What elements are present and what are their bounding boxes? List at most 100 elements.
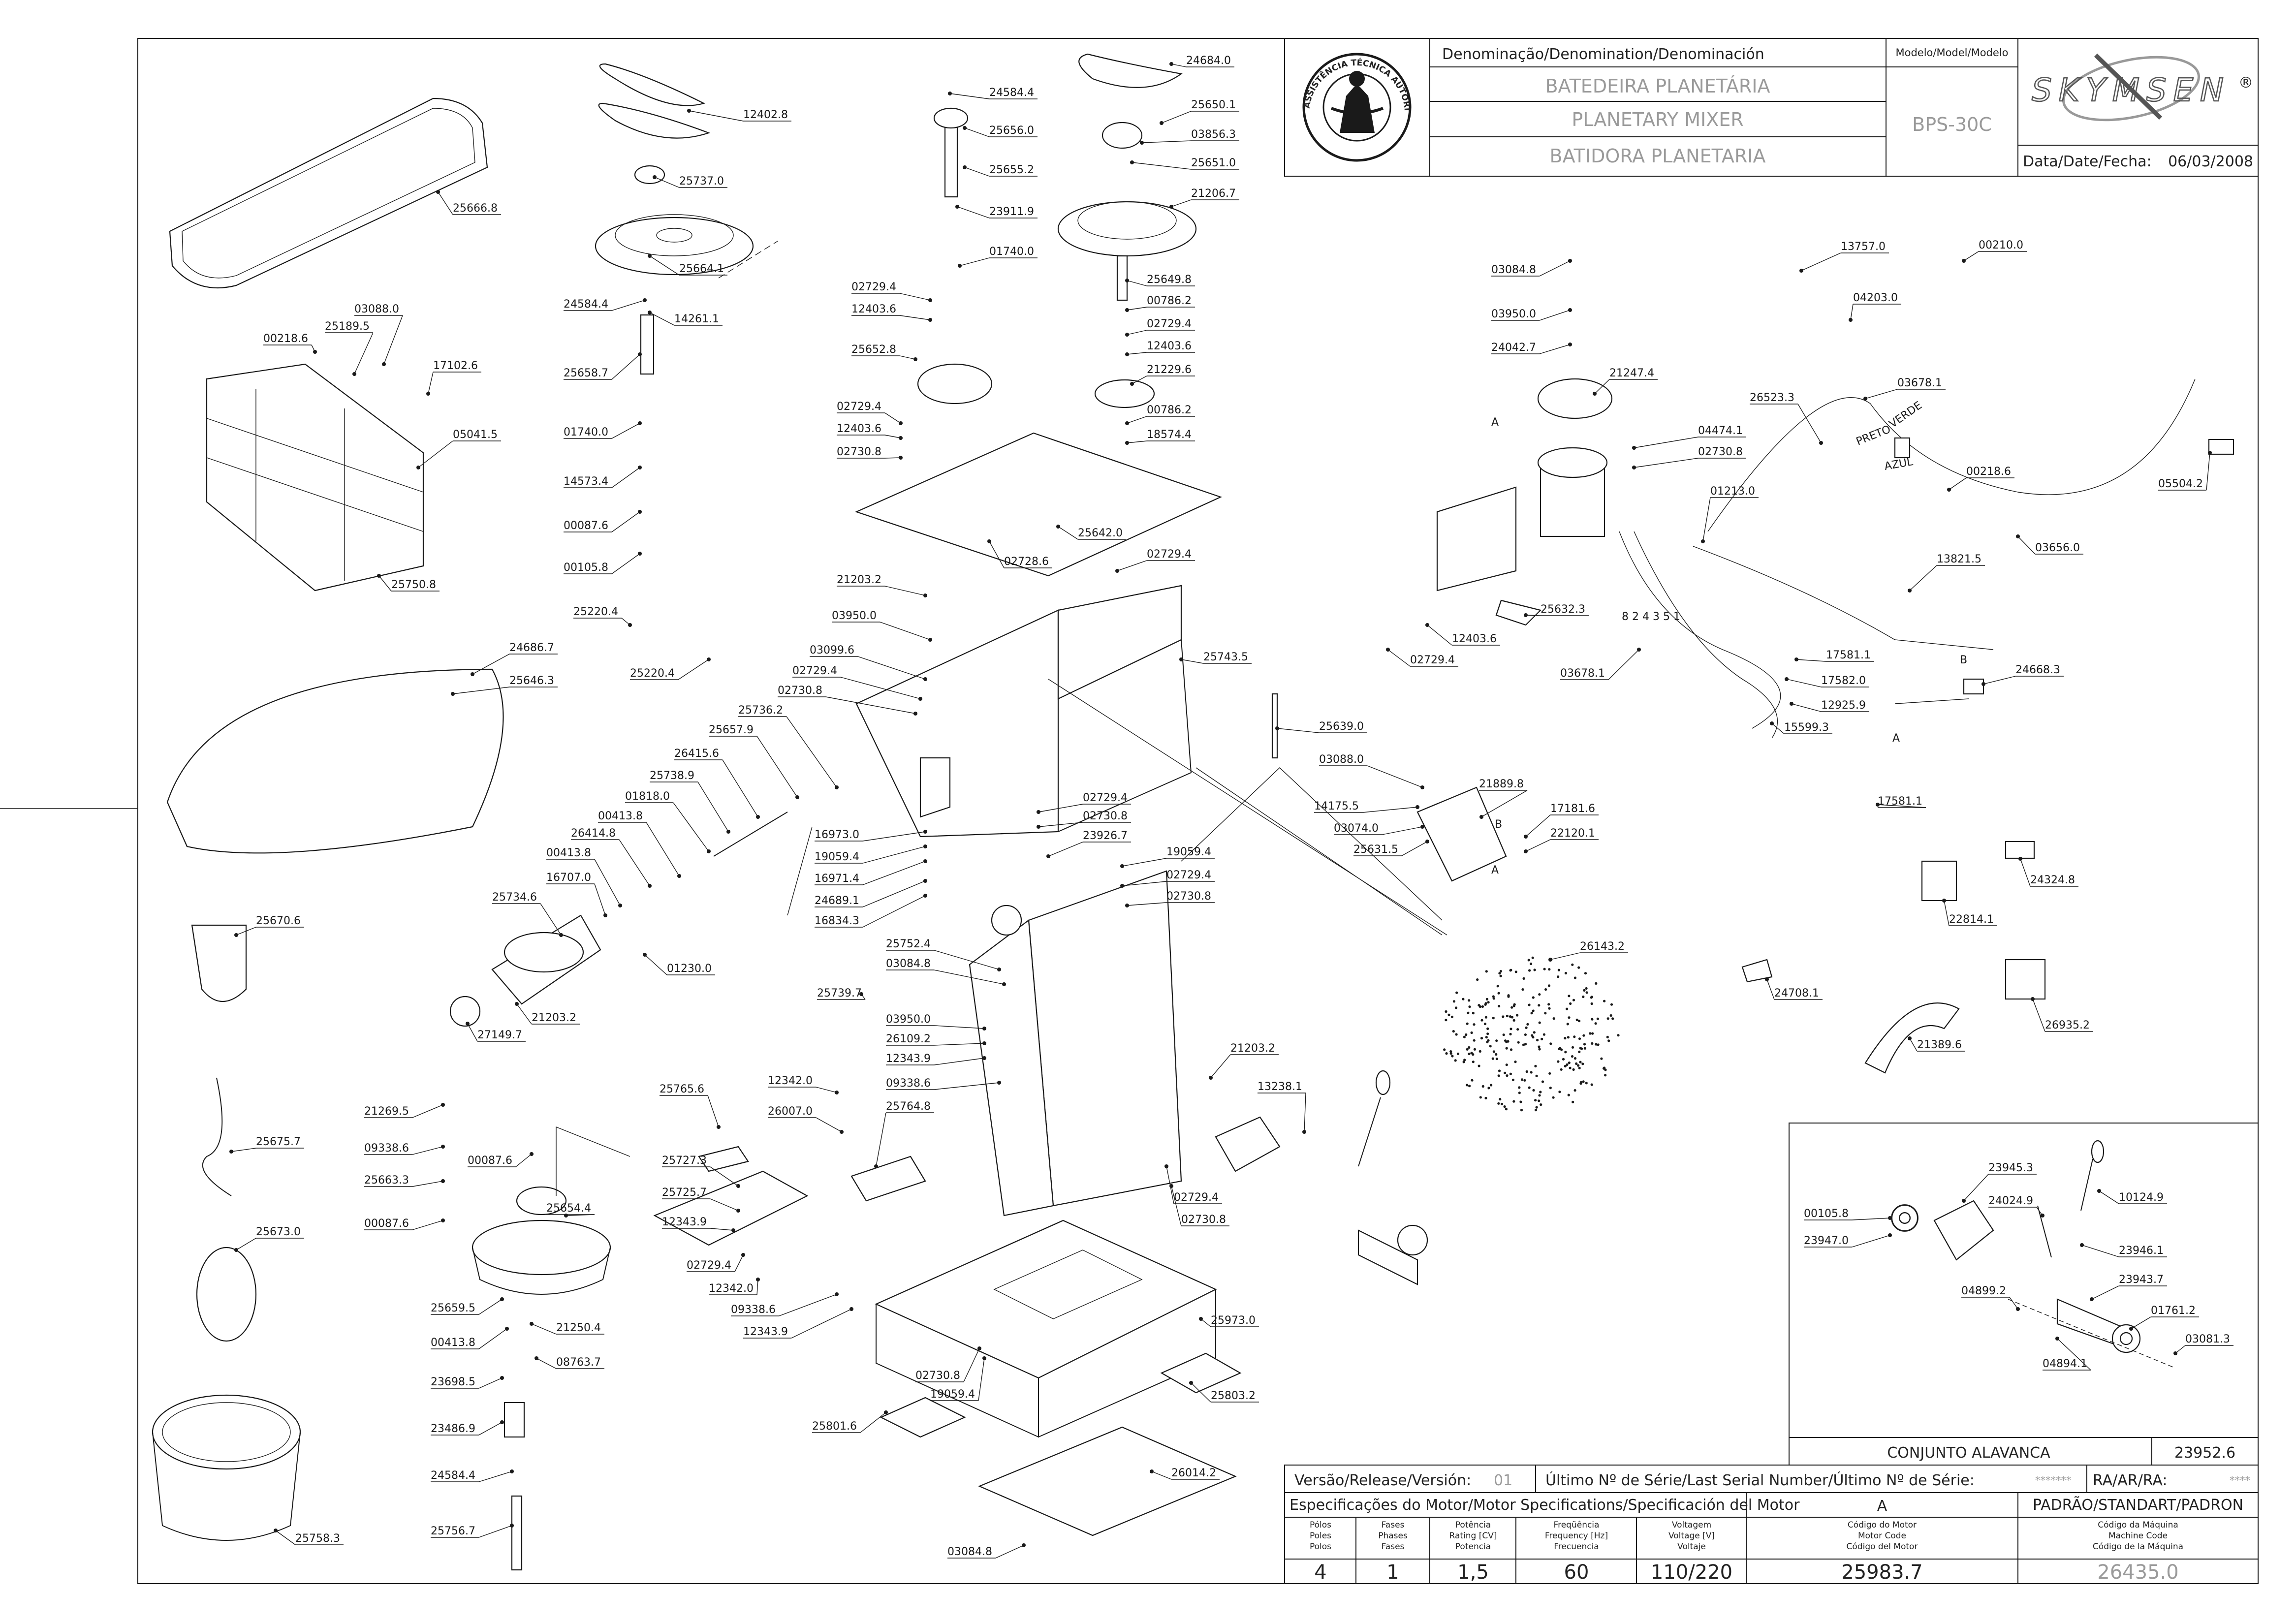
callout-25657.9: 25657.9 [709, 724, 799, 799]
callout-label: 25220.4 [573, 606, 618, 618]
callout-label: 15599.3 [1784, 721, 1829, 734]
callout-16707.0: 16707.0 [546, 872, 607, 917]
callout-24689.1: 24689.1 [815, 879, 927, 907]
callout-19059.4b: 19059.4 [1120, 846, 1215, 868]
callout-25803.2: 25803.2 [1189, 1381, 1259, 1403]
callout-09338.6b: 09338.6 [886, 1077, 1001, 1090]
callout-02729.4f: 02729.4 [1037, 792, 1131, 814]
callout-12925.9: 12925.9 [1790, 699, 1869, 712]
callout-label: 13821.5 [1937, 553, 1981, 565]
callout-09338.6a: 09338.6 [364, 1142, 445, 1155]
callout-label: 16973.0 [815, 829, 859, 841]
wire-letter-a: A [1892, 732, 1900, 745]
callout-label: 00087.6 [468, 1155, 512, 1167]
callout-label: 25756.7 [431, 1525, 475, 1537]
callout-label: 14175.5 [1314, 800, 1359, 812]
callout-label: 24708.1 [1774, 987, 1819, 999]
callout-23947.0: 23947.0 [1804, 1233, 1892, 1248]
callout-label: 25652.8 [851, 344, 896, 356]
callout-label: 21247.4 [1609, 367, 1654, 379]
standard-label: PADRÃO/STANDART/PADRON [2033, 1496, 2243, 1514]
callout-24584.4a: 24584.4 [564, 298, 647, 311]
callout-25642.0: 25642.0 [1056, 525, 1126, 540]
callout-label: 13757.0 [1841, 241, 1886, 253]
callout-label: 23946.1 [2119, 1245, 2164, 1257]
callout-label: 17181.6 [1550, 803, 1595, 815]
screw-cloud [1443, 956, 1620, 1112]
callout-26414.8: 26414.8 [571, 827, 652, 888]
callout-02730.8b: 02730.8 [778, 685, 917, 716]
callout-label: 23926.7 [1083, 830, 1128, 842]
callout-label: 03084.8 [1491, 264, 1536, 276]
callout-03084.8b: 03084.8 [947, 1543, 1026, 1559]
callout-label: 03656.0 [2035, 542, 2080, 554]
callout-label: 02729.4 [1083, 792, 1128, 804]
callout-label: 21203.2 [1230, 1042, 1275, 1055]
callout-label: 09338.6 [364, 1142, 409, 1155]
callout-label: 03074.0 [1334, 822, 1379, 835]
callout-label: 25739.7 [817, 987, 862, 999]
callout-label: 24684.0 [1186, 55, 1231, 67]
callout-23486.9: 23486.9 [431, 1420, 504, 1436]
callout-label: 17582.0 [1821, 675, 1866, 687]
callout-02729.4b: 02729.4 [837, 401, 903, 425]
callout-label: 02730.8 [1083, 810, 1128, 822]
callout-label: 03088.0 [354, 303, 399, 315]
callout-label: 04474.1 [1698, 425, 1743, 437]
callout-24668.3: 24668.3 [1981, 664, 2064, 686]
inset-code: 23952.6 [2174, 1444, 2235, 1462]
callout-25675.7: 25675.7 [229, 1136, 304, 1154]
part-drawings [152, 53, 2234, 1571]
callout-08763.7: 08763.7 [535, 1356, 604, 1369]
callout-01740.0a: 01740.0 [564, 421, 642, 439]
callout-label: 03950.0 [886, 1013, 931, 1026]
callout-25649.8: 25649.8 [1125, 274, 1195, 286]
callout-label: 05504.2 [2158, 478, 2203, 490]
callout-label: 10124.9 [2119, 1191, 2164, 1204]
callout-00218.6a: 00218.6 [263, 333, 317, 354]
callout-label: 17102.6 [433, 360, 478, 372]
callout-02729.4a: 02729.4 [851, 281, 932, 302]
callout-23943.7: 23943.7 [2090, 1274, 2167, 1301]
callout-label: 09338.6 [886, 1077, 931, 1090]
callout-label: 12343.9 [886, 1053, 931, 1065]
callout-label: 05041.5 [453, 429, 498, 441]
callout-03088.0a: 03088.0 [354, 303, 403, 366]
callout-label: 21250.4 [556, 1322, 601, 1334]
callout-25663.3: 25663.3 [364, 1174, 445, 1187]
callout-label: 25675.7 [256, 1136, 301, 1148]
view-letter-a: A [1491, 416, 1499, 429]
date-value: 06/03/2008 [2168, 153, 2253, 170]
connector-letter-a: A [1491, 864, 1499, 876]
registered-mark: ® [2238, 74, 2253, 92]
callout-label: 21269.5 [364, 1105, 409, 1118]
callout-24684.0: 24684.0 [1169, 55, 1234, 67]
callout-label: 00786.2 [1147, 295, 1192, 307]
callout-label: 02729.4 [851, 281, 896, 293]
callout-12403.6c: 12403.6 [1125, 340, 1195, 356]
callout-21269.5: 21269.5 [364, 1103, 445, 1118]
callout-label: 21889.8 [1479, 778, 1524, 790]
callout-label: 25803.2 [1211, 1390, 1256, 1402]
brand-name: SKYMSEN [2032, 72, 2231, 109]
callout-25738.9: 25738.9 [650, 770, 730, 834]
callout-17102.6: 17102.6 [426, 360, 481, 396]
callout-00210.0: 00210.0 [1962, 239, 2027, 263]
wire-label-verde: VERDE [1887, 399, 1924, 431]
callout-label: 24686.7 [509, 642, 554, 654]
callout-00218.6b: 00218.6 [1947, 466, 2014, 492]
callout-03084.8a: 03084.8 [886, 958, 1006, 986]
callout-label: 02729.4 [687, 1259, 731, 1272]
callout-02730.8f: 02730.8 [915, 1346, 981, 1382]
callout-14175.5: 14175.5 [1314, 800, 1419, 813]
callout-label: 17581.1 [1878, 795, 1922, 808]
callout-00786.2a: 00786.2 [1125, 295, 1195, 312]
callout-label: 12925.9 [1821, 699, 1866, 712]
callout-24584.4b: 24584.4 [431, 1469, 514, 1482]
callout-label: 00218.6 [263, 333, 308, 345]
callout-01740.0b: 01740.0 [958, 246, 1038, 268]
